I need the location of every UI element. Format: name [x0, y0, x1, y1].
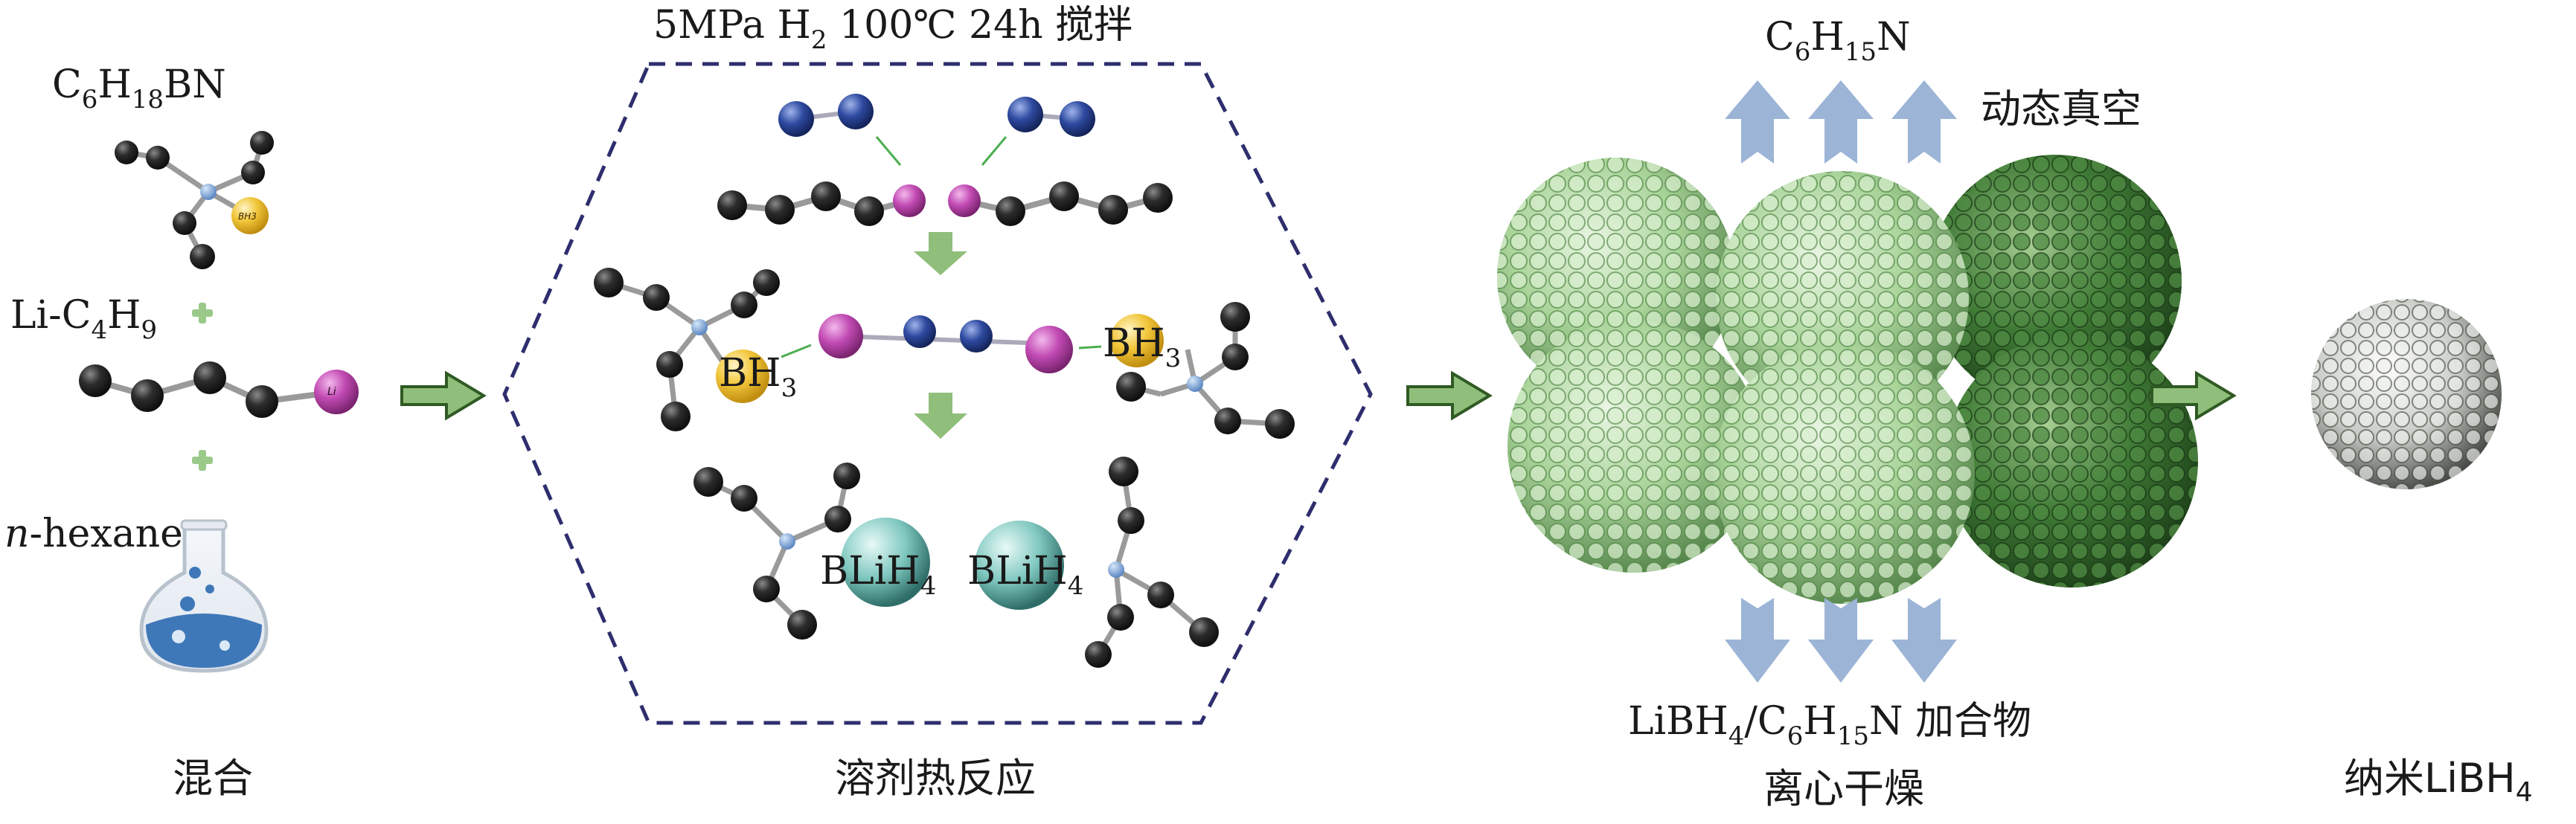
process-arrow: [402, 373, 484, 418]
down-arrow: [1808, 598, 1874, 683]
small-arrow: [877, 137, 900, 165]
reaction-conditions: 5MPa H2 100℃ 24h 搅拌: [653, 6, 1132, 45]
carbon-atom: [190, 244, 215, 269]
dynamic-vacuum-label: 动态真空: [1981, 89, 2141, 129]
up-arrow: [1891, 80, 1957, 164]
lithium-atom: [314, 370, 359, 414]
caption-mix: 混合: [173, 759, 253, 799]
blih4-left-label: BLiH4: [820, 552, 936, 590]
nitrogen-atom: [691, 319, 708, 335]
carbon-atom: [115, 141, 138, 164]
carbon-atom: [250, 131, 274, 155]
carbon-atoms: [1085, 457, 1219, 668]
caption-final: 纳米LiBH4: [2344, 759, 2533, 799]
small-arrow: [1079, 347, 1101, 348]
bh3-left-label: BH3: [719, 354, 797, 393]
down-arrow: [914, 393, 967, 439]
nitrogen-atom: [200, 184, 217, 200]
carbon-atom: [246, 385, 278, 418]
carbon-atom: [173, 211, 196, 235]
solvothermal-stage: [504, 64, 1490, 723]
up-arrow: [1808, 80, 1874, 164]
process-arrow: [1408, 373, 1490, 418]
nitrogen-atom: [1108, 561, 1124, 578]
reagent-butyllithium: Li-C4H9: [10, 296, 157, 335]
caption-centrifuge: 离心干燥: [1763, 769, 1924, 809]
down-arrow: [1891, 598, 1957, 683]
adduct-label: LiBH4/C6H15N 加合物: [1628, 702, 2031, 741]
final-stage: [2311, 299, 2502, 489]
triethylamine-label: C6H15N: [1765, 18, 1911, 57]
down-arrow: [914, 232, 967, 275]
mix-stage: [79, 131, 484, 671]
down-arrow: [1725, 598, 1790, 683]
plus-icon: [192, 450, 213, 471]
carbon-atoms: [594, 268, 780, 431]
carbon-atom: [79, 364, 112, 397]
carbon-atom: [241, 161, 265, 184]
atom-label-li: Li: [327, 386, 336, 398]
carbon-atom: [131, 379, 164, 412]
up-arrow: [1725, 80, 1790, 164]
nitrogen-atom: [779, 533, 795, 550]
carbon-atoms: [717, 181, 1173, 226]
down-flow-arrows: [1725, 598, 1957, 683]
h2-molecule: [1007, 97, 1095, 137]
bh3-right-label: BH3: [1103, 324, 1181, 363]
caption-solvothermal: 溶剂热反应: [835, 759, 1036, 799]
small-arrow: [982, 137, 1006, 165]
centrifuge-stage: [1497, 80, 2234, 683]
libh4-nanoparticle-texture: [2311, 299, 2502, 489]
atom-label-bh3: BH3: [238, 211, 257, 222]
reagent-hexane: n-hexane: [4, 515, 183, 553]
li-hydride-intermediate: [818, 314, 1073, 373]
blih4-right-label: BLiH4: [967, 552, 1083, 590]
h2-molecule: [778, 94, 874, 137]
lithium-atom: [893, 184, 926, 217]
carbon-atom: [193, 361, 226, 394]
lithium-atom: [948, 184, 981, 217]
reagent-c6h18bn: C6H18BN: [52, 65, 226, 104]
nanoparticle-cluster: [1497, 155, 2198, 604]
escape-arrows: [1725, 80, 1957, 164]
plus-icon: [192, 303, 213, 324]
nitrogen-atom: [1187, 376, 1203, 392]
carbon-atom: [146, 146, 170, 170]
butyllithium-pair: [732, 196, 1158, 211]
